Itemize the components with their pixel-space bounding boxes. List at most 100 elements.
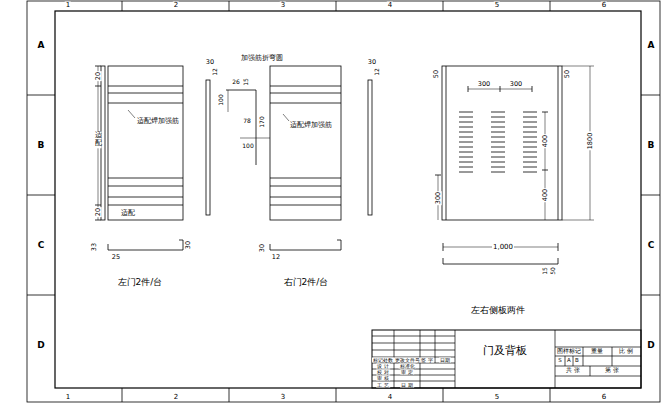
left-door-drawing-stroke [108,66,183,220]
title-block-cell: 审 核 [376,376,390,381]
left-door-drawing-stroke [108,205,183,206]
title-block-grid-stroke [555,356,641,357]
left-door-drawing-stroke [101,66,105,220]
part-caption: 右门2件/台 [283,278,330,287]
dimension-label: 100 [218,93,224,106]
dimension-label: 30 [185,240,192,250]
grid-reference: 2 [173,394,179,401]
right-door-drawing-stroke [270,178,341,179]
dimension-label: 170 [259,115,265,128]
sheet-frame-stroke [550,388,551,402]
louvre-slots-stroke [459,112,473,113]
grid-reference: 3 [280,2,286,9]
grid-reference: D [36,341,45,350]
left-door-drawing-stroke [108,93,183,94]
sheet-frame-stroke [27,195,55,196]
note-text: 适配焊加强筋 [136,118,180,125]
louvre-slots-stroke [459,137,473,138]
title-block-grid-stroke [555,347,641,348]
dimension-label: 33 [91,242,98,252]
louvre-slots-stroke [523,147,537,148]
title-block-cell: 重量 [590,349,604,355]
louvre-slots-stroke [491,147,505,148]
title-block-grid-stroke [555,376,641,377]
side-panel-drawing-stroke [542,170,548,171]
grid-reference: 2 [173,2,179,9]
grid-reference: 4 [387,394,393,401]
sheet-frame [27,1,660,402]
dimension-label: 50 [433,69,440,79]
right-door-drawing-stroke [240,138,270,139]
grid-reference: D [646,341,655,350]
sheet-frame-stroke [229,388,230,402]
right-door-drawing-stroke [206,80,210,215]
dimension-label: 12 [212,67,218,77]
louvre-slots-stroke [491,127,505,128]
right-door-drawing-stroke [270,103,341,104]
louvre-slots-stroke [523,122,537,123]
dimension-label: 15 [542,266,548,276]
louvre-slots-stroke [523,172,537,173]
dimension-label: 12 [374,67,380,77]
sheet-frame-stroke [641,295,660,296]
dimension-label: 20 [95,71,102,81]
side-panel-drawing-stroke [446,66,447,220]
grid-reference: 4 [387,2,393,9]
louvre-slots-stroke [491,142,505,143]
louvre-slots-stroke [491,137,505,138]
title-block-grid-stroke [555,330,556,388]
sheet-frame-stroke [641,95,660,96]
title-block-grid-stroke [590,366,591,376]
sheet-frame-stroke [122,388,123,402]
louvre-slots-stroke [459,162,473,163]
left-door-drawing-stroke [108,178,183,179]
side-panel-drawing-stroke [545,112,546,220]
louvre-slots-stroke [523,127,537,128]
part-caption: 左门2件/台 [117,278,164,287]
right-door-drawing-stroke [228,90,229,112]
side-panel-drawing-stroke [562,66,594,67]
right-door-drawing-stroke [270,186,341,187]
sheet-frame-stroke [641,195,660,196]
title-block-grid-stroke [583,347,584,366]
sheet-frame-stroke [229,1,230,11]
louvre-slots-stroke [523,142,537,143]
grid-reference: 1 [65,394,71,401]
title-block-grid-stroke [372,330,641,388]
dimension-label: 400 [542,188,549,202]
louvre-slots-stroke [459,147,473,148]
title-block-cell: 第 张 [604,368,620,374]
left-door-drawing-stroke [108,86,183,87]
left-door-drawing-stroke [108,240,183,250]
right-door-drawing-stroke [368,80,372,215]
right-door-drawing-stroke [270,240,341,250]
dimension-label: 15 [243,77,249,87]
grid-reference: A [647,41,656,50]
left-door-drawing-stroke [95,66,101,67]
louvre-slots-stroke [459,167,473,168]
right-door-drawing-stroke [270,205,341,206]
louvre-slots-stroke [491,112,505,113]
title-block-cell: 工 艺 [376,382,390,387]
left-door-drawing-stroke [108,197,183,198]
title-block-cell: 更改文件号 [394,358,421,363]
title-block-grid [372,330,641,388]
dimension-label: 适配 [120,210,136,217]
louvre-slots-stroke [523,132,537,133]
louvre-slots-stroke [523,152,537,153]
louvre-slots [459,112,537,172]
side-panel-drawing-stroke [558,66,559,220]
louvre-slots-stroke [491,117,505,118]
louvre-slots-stroke [459,172,473,173]
side-panel-drawing-stroke [468,86,469,92]
louvre-slots-stroke [523,117,537,118]
side-panel-drawing-stroke [442,66,562,220]
grid-reference: 1 [65,2,71,9]
right-door-drawing-stroke [270,66,341,220]
louvre-slots-stroke [491,132,505,133]
louvre-slots-stroke [459,127,473,128]
note-text: 加强筋折弯圆 [240,55,284,62]
side-panel-drawing-stroke [443,258,558,264]
louvre-slots-stroke [523,112,537,113]
part-caption: 左右侧板两件 [470,306,526,315]
